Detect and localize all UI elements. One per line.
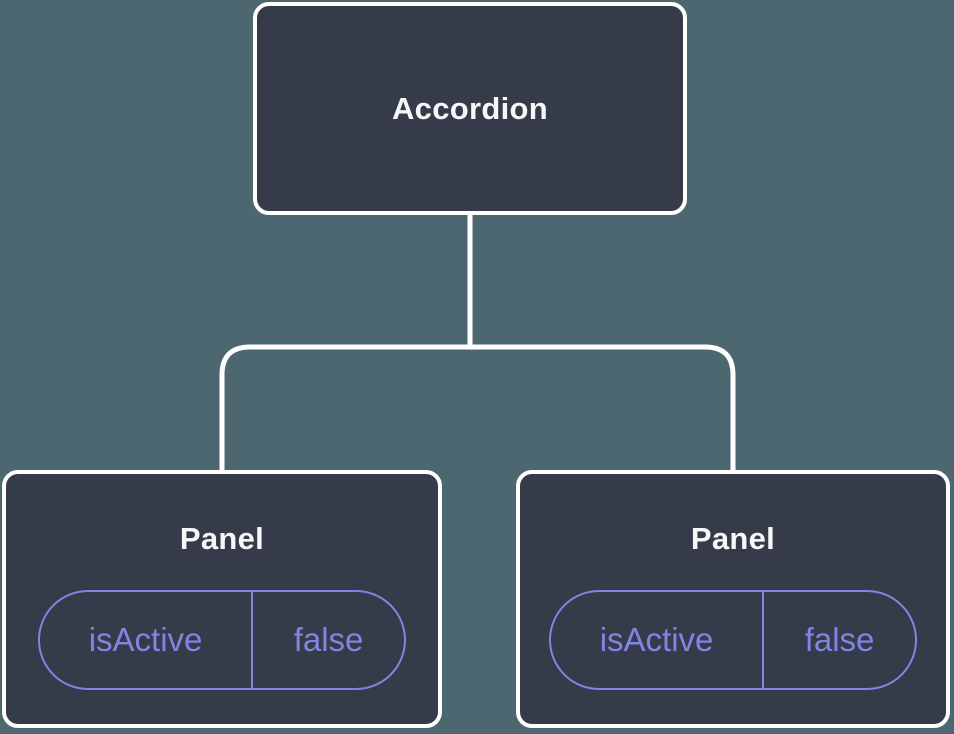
node-label: Panel bbox=[179, 521, 265, 556]
tree-node-panel-right: Panel isActive false bbox=[516, 470, 950, 728]
prop-pill: isActive false bbox=[549, 590, 917, 690]
node-label: Accordion bbox=[392, 90, 548, 126]
prop-name-label: isActive bbox=[551, 592, 765, 688]
prop-pill: isActive false bbox=[38, 590, 406, 690]
node-label: Panel bbox=[690, 521, 776, 556]
connector-bracket bbox=[219, 344, 736, 472]
tree-node-accordion: Accordion bbox=[253, 2, 687, 215]
prop-value-label: false bbox=[804, 621, 875, 658]
prop-value-label: false bbox=[293, 621, 364, 658]
prop-name-label: isActive bbox=[40, 592, 254, 688]
tree-node-panel-left: Panel isActive false bbox=[2, 470, 442, 728]
